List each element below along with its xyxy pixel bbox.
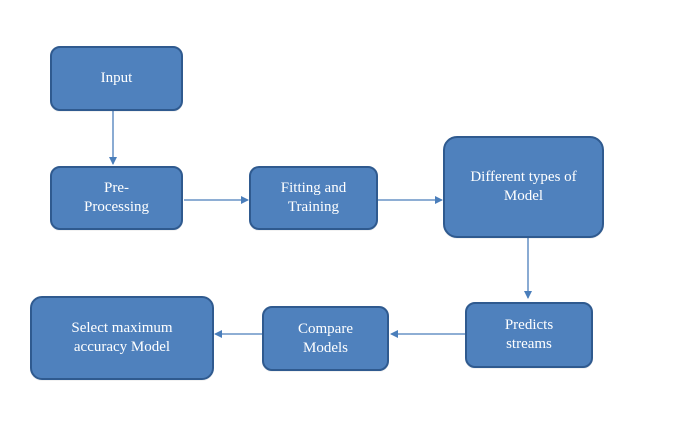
node-fitting-training: Fitting and Training	[249, 166, 378, 230]
node-compare-models: Compare Models	[262, 306, 389, 371]
node-compare-models-label: Compare Models	[298, 320, 353, 356]
node-fitting-training-label: Fitting and Training	[280, 180, 347, 215]
node-different-models-label: Different types of Model	[470, 169, 577, 204]
node-preprocessing: Pre- Processing	[50, 166, 183, 230]
node-different-models: Different types of Model	[443, 136, 604, 238]
node-predicts-streams: Predicts streams	[465, 302, 593, 368]
node-preprocessing-label: Pre- Processing	[84, 180, 149, 215]
node-select-model-label: Select maximum accuracy Model	[71, 320, 173, 355]
node-select-model: Select maximum accuracy Model	[30, 296, 214, 380]
node-input-label: Input	[100, 70, 133, 87]
node-predicts-streams-label: Predicts streams	[504, 317, 554, 352]
node-input: Input	[50, 46, 183, 111]
